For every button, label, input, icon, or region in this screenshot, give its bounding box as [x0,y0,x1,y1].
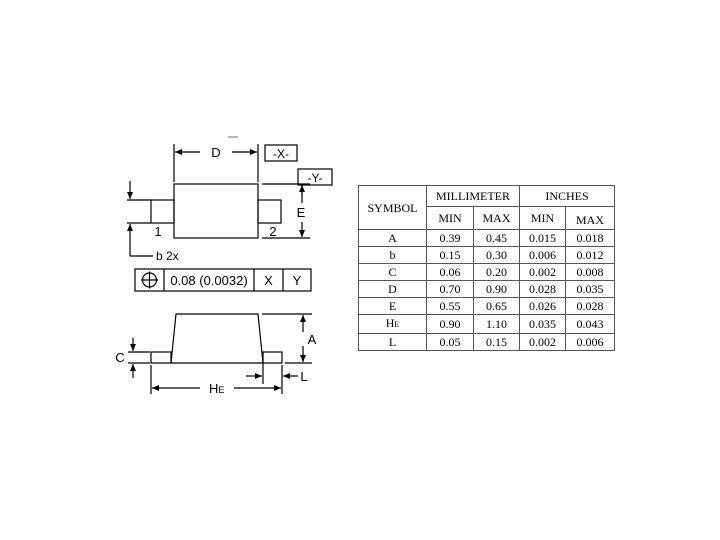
table-row: L 0.05 0.15 0.002 0.006 [358,333,615,351]
symbol-cell: A [358,229,427,247]
in-max-header: MAX [565,206,615,230]
mm-min-cell: 0.06 [426,263,474,281]
mm-min-header: MIN [426,206,474,230]
table-row: HE 0.90 1.10 0.035 0.043 [358,314,615,334]
dim-a-label: A [308,332,317,347]
in-max-cell: 0.043 [565,314,615,334]
symbol-cell: C [358,263,427,281]
mm-min-cell: 0.70 [426,280,474,298]
dim-e-label: E [297,205,306,220]
table-row: A 0.39 0.45 0.015 0.018 [358,229,615,247]
mm-max-cell: 0.15 [473,333,520,351]
mm-min-cell: 0.90 [426,314,474,334]
symbol-subscript: E [394,320,400,329]
symbol-main: H [385,316,395,330]
in-min-cell: 0.006 [519,246,566,264]
symbol-cell: D [358,280,427,298]
symbol-header: SYMBOL [358,185,427,230]
in-min-cell: 0.002 [519,333,566,351]
pin-1-label: 1 [154,224,161,239]
dim-d-label: D [211,145,220,160]
side-view [128,313,312,394]
dim-he-label: HE [209,381,224,396]
datum-y-box [297,168,333,186]
table-row: E 0.55 0.65 0.026 0.028 [358,297,615,315]
tolerance-datum-y: Y [293,273,302,288]
symbol-cell: L [358,333,427,351]
in-min-header: MIN [519,206,566,230]
mm-max-cell: 0.90 [473,280,520,298]
symbol-cell: b [358,246,427,264]
top-view-lead-1 [150,199,175,224]
table-header-row: SYMBOL MILLIMETER INCHES [358,185,615,230]
millimeter-header: MILLIMETER [426,185,520,207]
top-view-lead-2 [257,199,282,224]
in-min-cell: 0.026 [519,297,566,315]
in-min-cell: 0.035 [519,314,566,334]
tolerance-datum-x: X [264,273,273,288]
dimension-table: SYMBOL MILLIMETER INCHES MIN MAX MIN MAX… [358,185,615,351]
top-view [127,136,333,257]
mm-min-cell: 0.05 [426,333,474,351]
datum-x-box [264,144,298,162]
datum-y-label: -Y- [308,171,323,185]
top-view-body [173,183,259,239]
inches-header: INCHES [519,185,615,207]
in-min-cell: 0.015 [519,229,566,247]
tolerance-value: 0.08 (0.0032) [170,273,247,288]
in-max-cell: 0.028 [565,297,615,315]
mm-min-cell: 0.15 [426,246,474,264]
tolerance-frame [134,268,312,292]
in-max-cell: 0.035 [565,280,615,298]
mm-min-cell: 0.55 [426,297,474,315]
in-max-cell: 0.018 [565,229,615,247]
datum-x-label: -X- [273,147,289,161]
dim-l-label: L [300,369,307,384]
tolerance-frame-border [134,268,312,292]
pin-2-label: 2 [269,224,276,239]
in-max-cell: 0.006 [565,333,615,351]
mm-max-cell: 0.20 [473,263,520,281]
table-row: b 0.15 0.30 0.006 0.012 [358,246,615,264]
symbol-cell: HE [358,314,427,334]
mm-min-cell: 0.39 [426,229,474,247]
mm-max-cell: 1.10 [473,314,520,334]
table-row: D 0.70 0.90 0.028 0.035 [358,280,615,298]
dim-c-label: C [115,350,124,365]
in-max-cell: 0.012 [565,246,615,264]
in-max-cell: 0.008 [565,263,615,281]
symbol-cell: E [358,297,427,315]
mm-max-cell: 0.65 [473,297,520,315]
mm-max-cell: 0.45 [473,229,520,247]
in-min-cell: 0.002 [519,263,566,281]
mm-max-cell: 0.30 [473,246,520,264]
in-min-cell: 0.028 [519,280,566,298]
dim-he-main: H [209,381,218,396]
side-view-lead-right [262,351,283,364]
mm-max-header: MAX [473,206,520,230]
side-view-lead-left [150,351,172,364]
side-view-body [170,313,264,364]
position-icon [141,271,158,289]
table-row: C 0.06 0.20 0.002 0.008 [358,263,615,281]
dim-b-label: b 2x [156,249,179,263]
dim-he-subscript: E [218,385,224,395]
